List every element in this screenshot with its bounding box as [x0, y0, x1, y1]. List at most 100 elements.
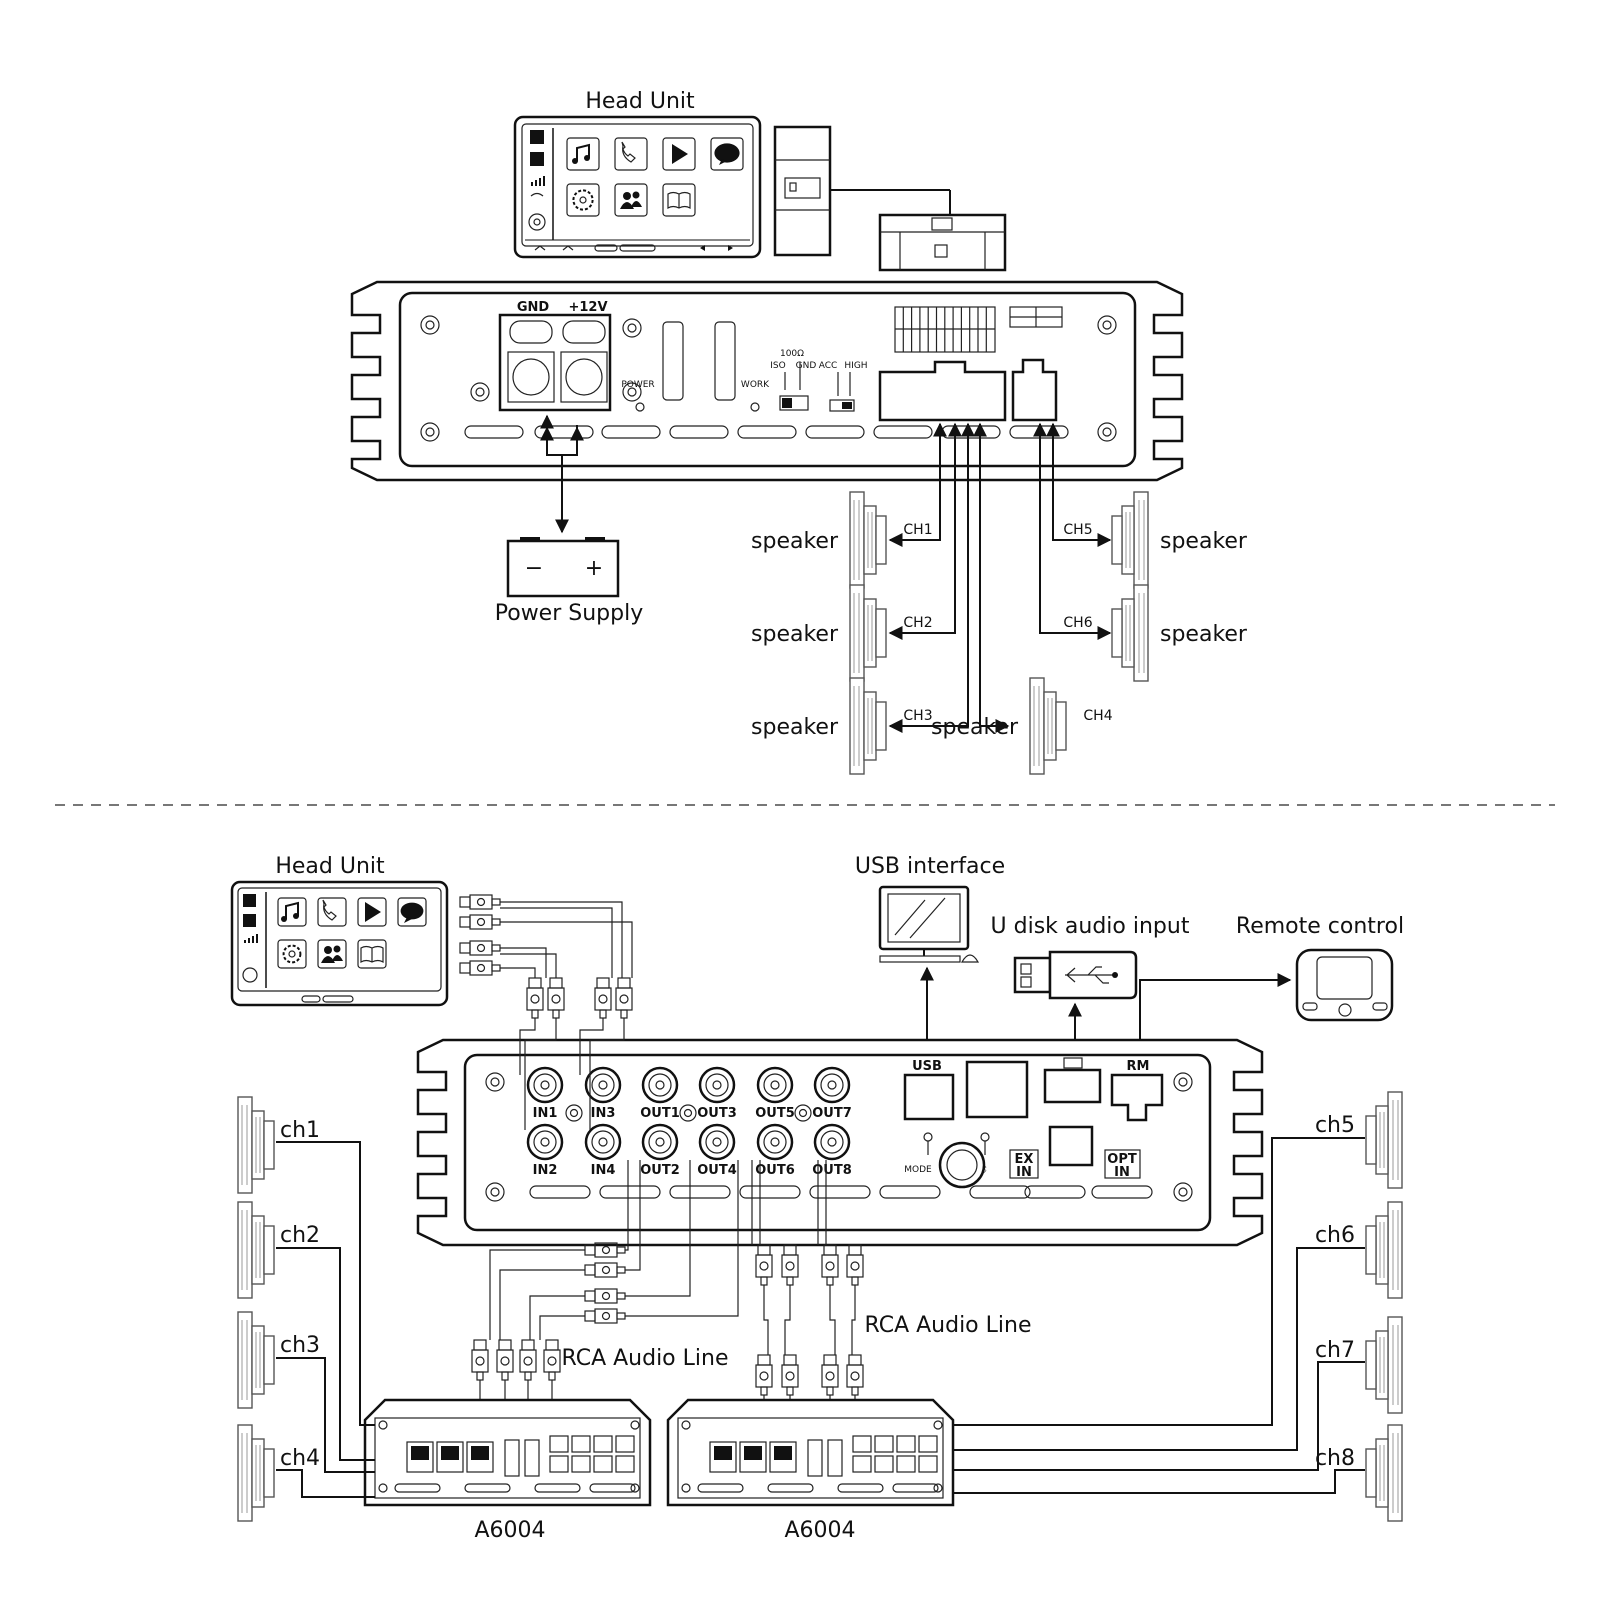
aux-output-socket	[1011, 358, 1058, 422]
battery: − +	[506, 537, 620, 598]
jack-label: OUT8	[812, 1163, 852, 1178]
vent-slot	[601, 425, 661, 439]
channel-label-ch2: ch2	[280, 1223, 320, 1248]
rca-jack-in1[interactable]: IN1	[526, 1066, 564, 1121]
gear-icon	[566, 183, 600, 217]
play-icon	[662, 137, 696, 171]
rca-jack-out8[interactable]: OUT8	[812, 1123, 852, 1178]
battery-minus-sign: −	[525, 556, 543, 581]
channel-label-ch7: ch7	[1315, 1338, 1355, 1363]
home-button-icon	[242, 967, 258, 983]
jack-label: OUT1	[640, 1106, 680, 1121]
ex-in-port[interactable]	[1009, 1149, 1039, 1179]
switch-acc-label: ACC	[819, 361, 838, 371]
vent-slot	[669, 425, 729, 439]
a6004-amplifier-2	[666, 1398, 955, 1507]
rca-jack-in4[interactable]: IN4	[584, 1123, 622, 1178]
led-work-label: WORK	[741, 380, 770, 390]
usb-port[interactable]	[903, 1073, 955, 1121]
mode-button-label: MODE	[904, 1165, 932, 1175]
jack-label: IN1	[533, 1106, 558, 1121]
vent-slot	[1091, 1185, 1153, 1199]
jack-label: OUT6	[755, 1163, 795, 1178]
ex-in-label-top: EX	[1015, 1152, 1034, 1167]
status-block-icon	[243, 894, 256, 907]
rca-jack-in3[interactable]: IN3	[584, 1066, 622, 1121]
jack-label: OUT5	[755, 1106, 795, 1121]
speaker-harness-socket	[878, 360, 1007, 422]
rca-jack-out3[interactable]: OUT3	[697, 1066, 737, 1121]
impedance-switch[interactable]	[779, 395, 809, 411]
led-work-indicator	[750, 402, 760, 412]
terminal-12v-label: +12V	[568, 300, 607, 315]
switch-impedance-label: 100Ω	[780, 349, 804, 359]
vent-slot	[737, 425, 797, 439]
rca-jack-out5[interactable]: OUT5	[755, 1066, 795, 1121]
power-supply-label: Power Supply	[495, 601, 643, 626]
channel-label-ch5: ch5	[1315, 1113, 1355, 1138]
vent-slot	[873, 425, 933, 439]
channel-label-ch3: CH3	[903, 708, 932, 724]
computer-monitor-icon	[878, 885, 980, 963]
status-block-icon	[243, 914, 256, 927]
switch-high-label: HIGH	[844, 361, 867, 371]
rca-jack-out2[interactable]: OUT2	[640, 1123, 680, 1178]
play-icon	[357, 897, 387, 927]
jack-label: IN3	[591, 1106, 616, 1121]
gear-icon	[277, 939, 307, 969]
rca-jack-in2[interactable]: IN2	[526, 1123, 564, 1178]
rca-jack-out6[interactable]: OUT6	[755, 1123, 795, 1178]
rca-jack-out7[interactable]: OUT7	[812, 1066, 852, 1121]
remote-control-icon	[1295, 948, 1394, 1022]
book-icon	[357, 939, 387, 969]
music-note-icon	[566, 137, 600, 171]
vent-slot	[739, 1185, 801, 1199]
users-icon	[317, 939, 347, 969]
speaker-label: speaker	[751, 622, 839, 647]
vent-slot	[805, 425, 865, 439]
pin-chart	[894, 306, 996, 353]
speaker-ch2: ch2	[237, 1201, 375, 1461]
usb-port-label: USB	[912, 1059, 942, 1074]
trigger-switch[interactable]	[829, 399, 855, 412]
vent-slot	[599, 1185, 661, 1199]
top-head-unit-title: Head Unit	[585, 89, 695, 114]
vent-slot	[534, 425, 594, 439]
speaker-ch8: ch8	[953, 1424, 1403, 1522]
jack-label: OUT7	[812, 1106, 852, 1121]
vent-slot	[1024, 1185, 1086, 1199]
u-disk-port[interactable]	[1043, 1068, 1102, 1104]
switch-iso-label: ISO	[770, 361, 785, 371]
battery-plus-sign: +	[585, 556, 603, 581]
rca-audio-line-label-left: RCA Audio Line	[562, 1346, 729, 1371]
speaker-label: speaker	[1160, 622, 1248, 647]
ground-screw	[565, 1104, 583, 1122]
opt-in-label-top: OPT	[1107, 1152, 1137, 1167]
led-power-label: POWER	[621, 380, 654, 390]
speaker-ch1: ch1	[237, 1096, 375, 1426]
music-note-icon	[277, 897, 307, 927]
phone-icon	[317, 897, 347, 927]
opt-in-port[interactable]	[1104, 1149, 1141, 1179]
channel-label-ch8: ch8	[1315, 1446, 1355, 1471]
speaker-ch6: ch6	[953, 1201, 1403, 1451]
vent-slot	[969, 1185, 1031, 1199]
rca-jack-out4[interactable]: OUT4	[697, 1123, 737, 1178]
fuse-slot	[662, 321, 684, 401]
top-head-unit	[513, 115, 762, 259]
vent-slot	[529, 1185, 591, 1199]
usb-drive-small-icon	[1063, 1057, 1083, 1069]
users-icon	[614, 183, 648, 217]
terminal-gnd-label: GND	[517, 300, 550, 315]
jack-label: IN2	[533, 1163, 558, 1178]
remote-port[interactable]	[1110, 1073, 1164, 1122]
speaker-ch5: ch5	[953, 1091, 1403, 1426]
rca-jack-out1[interactable]: OUT1	[640, 1066, 680, 1121]
led-power-indicator	[635, 402, 645, 412]
